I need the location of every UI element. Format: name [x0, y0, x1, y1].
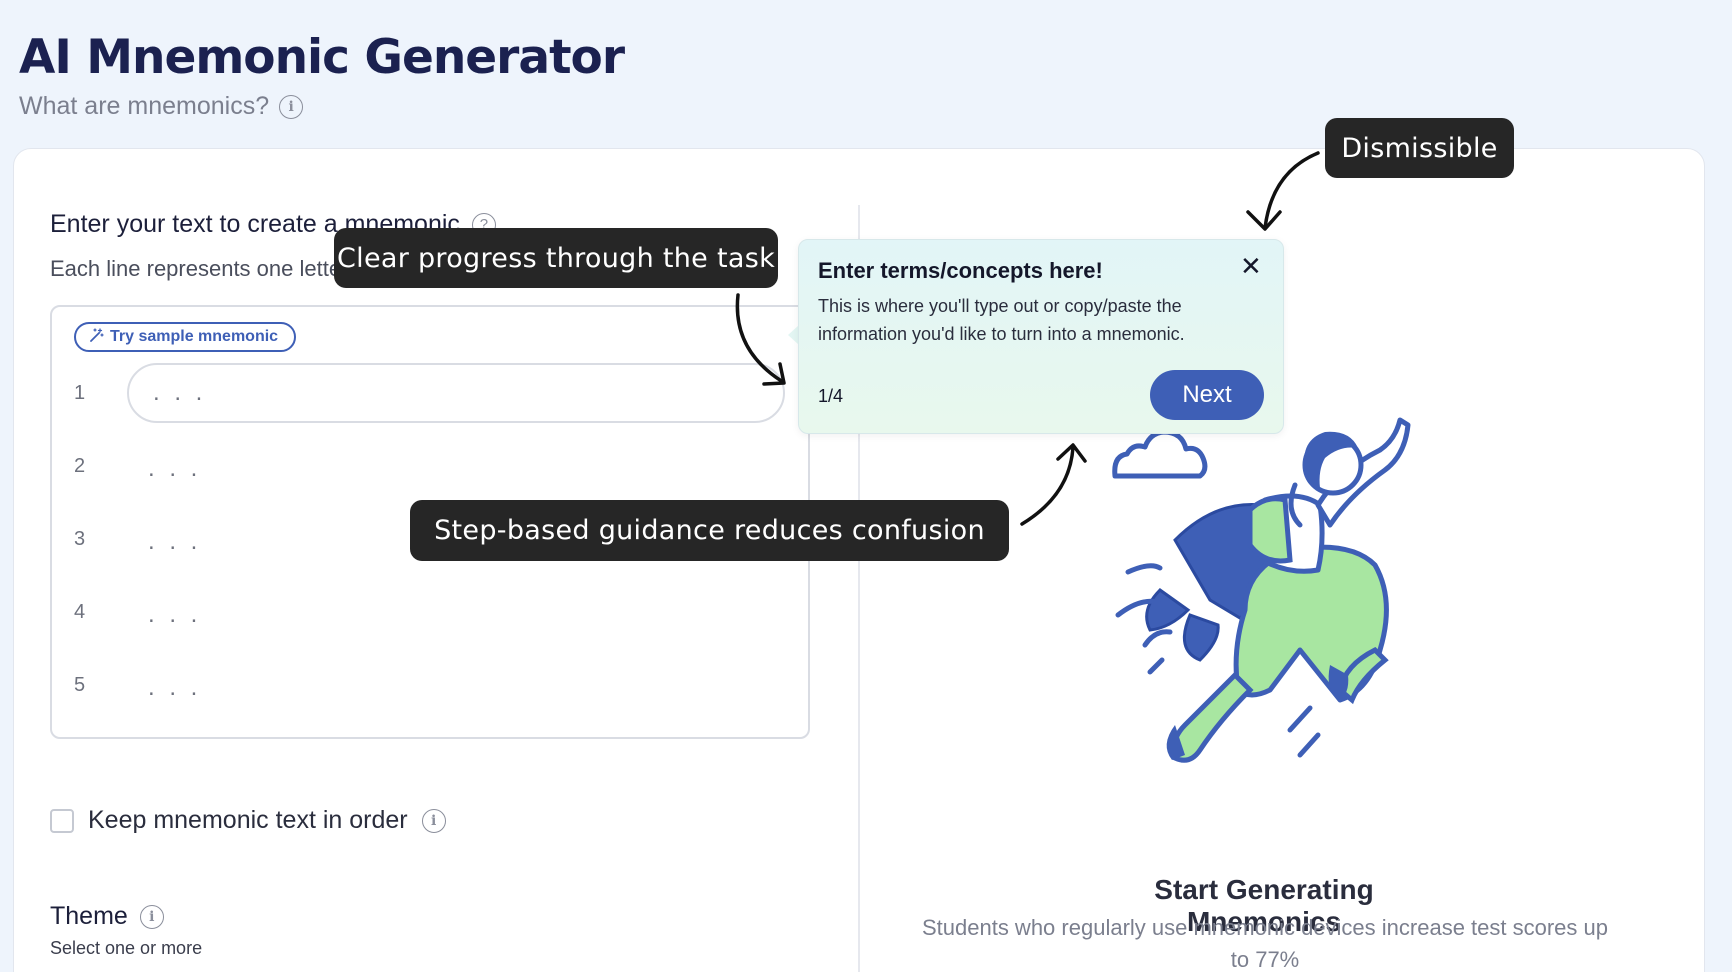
column-divider [858, 205, 860, 972]
close-icon[interactable]: ✕ [1240, 252, 1262, 282]
theme-hint: Select one or more [50, 938, 203, 958]
callout-progress: Clear progress through the task [334, 228, 778, 288]
callout-dismissible: Dismissible [1325, 118, 1514, 178]
try-sample-mnemonic-button[interactable]: Try sample mnemonic [74, 322, 297, 352]
right-panel-text: Students who regularly use mnemonic devi… [921, 915, 1608, 972]
line-input-3[interactable]: . . . [148, 528, 202, 555]
tooltip-step-indicator: 1/4 [818, 386, 844, 406]
line-number: 4 [74, 601, 86, 623]
theme-label: Theme i [50, 902, 164, 931]
keep-order-option[interactable]: Keep mnemonic text in order i [50, 806, 446, 835]
tooltip-pointer [788, 325, 799, 345]
callout-guidance: Step-based guidance reduces confusion [410, 500, 1009, 561]
input-section-hint: Each line represents one letter [50, 256, 349, 281]
line-number: 3 [74, 528, 86, 550]
info-icon[interactable]: i [139, 904, 164, 929]
sample-button-label: Try sample mnemonic [110, 328, 279, 345]
what-are-mnemonics-link[interactable]: What are mnemonics? i [19, 92, 304, 121]
page-title: AI Mnemonic Generator [19, 30, 625, 85]
line-input-5[interactable]: . . . [148, 674, 202, 701]
next-button[interactable]: Next [1150, 370, 1264, 420]
onboarding-tooltip: Enter terms/concepts here! ✕ This is whe… [798, 239, 1284, 434]
magic-wand-icon [90, 327, 104, 347]
line-number: 5 [74, 674, 86, 696]
theme-label-text: Theme [50, 902, 128, 930]
info-icon[interactable]: i [279, 94, 304, 119]
info-icon[interactable]: i [421, 808, 446, 833]
keep-order-checkbox[interactable] [50, 808, 74, 833]
tooltip-title: Enter terms/concepts here! [818, 258, 1103, 283]
right-panel-title: Start Generating Mnemonics [1154, 874, 1374, 937]
line-input-2[interactable]: . . . [148, 455, 202, 482]
subtitle-text: What are mnemonics? [19, 92, 270, 120]
line-number: 2 [74, 455, 86, 477]
tooltip-body: This is where you'll type out or copy/pa… [818, 296, 1185, 344]
line-input-4[interactable]: . . . [148, 601, 202, 628]
line-input-1[interactable]: . . . [127, 363, 785, 423]
line-number: 1 [74, 382, 86, 404]
keep-order-label: Keep mnemonic text in order [88, 806, 408, 834]
